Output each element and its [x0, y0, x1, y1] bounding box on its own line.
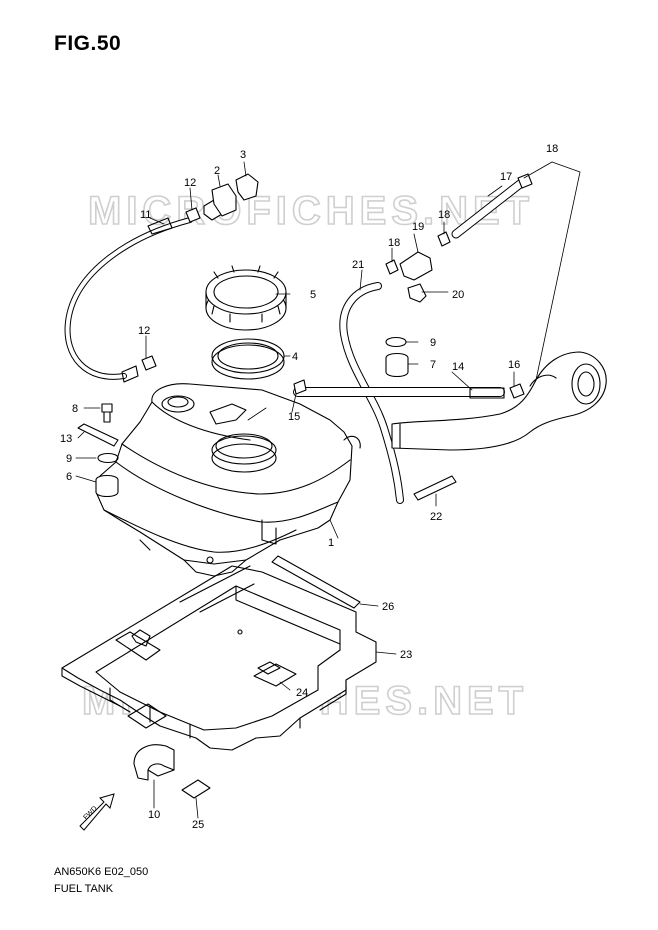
part-26-drawing: [271, 555, 361, 609]
section-name: FUEL TANK: [54, 883, 114, 895]
callout-16: 16: [508, 359, 520, 371]
part-7-drawing: [385, 352, 409, 378]
callout-20: 20: [452, 289, 464, 301]
part-25-drawing: [181, 779, 211, 799]
callout-17: 17: [500, 171, 512, 183]
part-19-drawing: [399, 251, 433, 281]
callout-25: 25: [192, 819, 204, 831]
part-20-drawing: [407, 283, 427, 303]
figure-title: FIG.50: [54, 32, 122, 55]
leader-lines: [75, 161, 581, 819]
model-code: AN650K6 E02_050: [54, 866, 149, 878]
forward-arrow-icon: FWD: [79, 793, 115, 831]
part-2-drawing: [211, 183, 237, 217]
callout-3: 3: [240, 149, 246, 161]
part-22-drawing: [413, 475, 457, 501]
callout-numbers: 1 2 3 4 5 6 7 8 9 9 10 11 12 12 13 14 15…: [60, 143, 558, 831]
part-17-drawing: [452, 180, 524, 238]
filler-neck-drawing: [391, 351, 607, 451]
callout-7: 7: [430, 359, 436, 371]
part-1-drawing: [95, 383, 361, 577]
part-8-drawing: [101, 403, 113, 423]
part-4-drawing: [211, 338, 285, 380]
callout-14: 14: [452, 361, 464, 373]
callout-21: 21: [352, 259, 364, 271]
part-6-drawing: [95, 474, 119, 498]
part-9a-drawing: [97, 452, 119, 464]
callout-1: 1: [328, 537, 334, 549]
callout-24: 24: [296, 687, 308, 699]
callout-18b: 18: [438, 209, 450, 221]
callout-23: 23: [400, 649, 412, 661]
part-11-drawing: [65, 218, 192, 379]
part-13-drawing: [77, 423, 119, 447]
callout-15: 15: [288, 411, 300, 423]
part-18a-drawing: [517, 173, 533, 189]
part-24-drawing: [253, 661, 297, 687]
callout-10: 10: [148, 809, 160, 821]
part-12b-drawing: [141, 355, 157, 371]
callout-2: 2: [214, 165, 220, 177]
part-16-drawing: [509, 383, 525, 399]
callout-5: 5: [310, 289, 316, 301]
callout-4: 4: [292, 351, 298, 363]
callout-8: 8: [72, 403, 78, 415]
part-9b-drawing: [385, 336, 407, 348]
part-3-drawing: [235, 173, 259, 201]
callout-19: 19: [412, 221, 424, 233]
part-18b-drawing: [437, 231, 451, 247]
part-5-drawing: [205, 265, 287, 331]
callout-22: 22: [430, 511, 442, 523]
part-18c-drawing: [385, 259, 399, 275]
callout-26: 26: [382, 601, 394, 613]
callout-13: 13: [60, 433, 72, 445]
callout-12a: 12: [184, 177, 196, 189]
part-10-drawing: [133, 744, 175, 781]
part-21-drawing: [340, 283, 403, 503]
callout-12b: 12: [138, 325, 150, 337]
callout-6a: 6: [66, 471, 72, 483]
part-12a-drawing: [185, 207, 201, 223]
callout-18a: 18: [546, 143, 558, 155]
callout-9a: 9: [66, 453, 72, 465]
callout-11: 11: [140, 209, 151, 221]
callout-18c: 18: [388, 237, 400, 249]
callout-9b: 9: [430, 337, 436, 349]
part-23-drawing: [61, 565, 377, 751]
part-15-drawing: [293, 379, 307, 395]
